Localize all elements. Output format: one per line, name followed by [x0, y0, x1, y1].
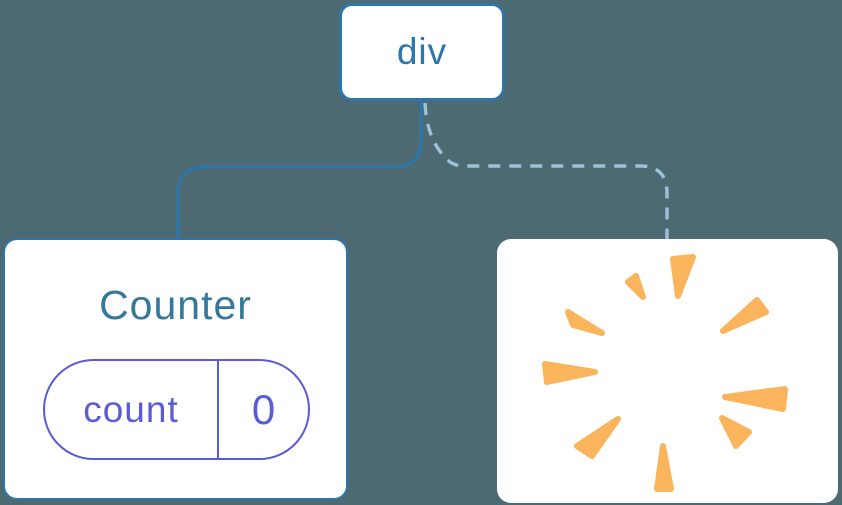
poof-icon [542, 254, 788, 492]
solid-connector-line [176, 101, 423, 240]
state-key-label: count [83, 388, 179, 430]
node-div-label: div [396, 31, 448, 72]
state-pill: count 0 [43, 359, 310, 460]
state-key-cell: count [45, 361, 219, 458]
dashed-connector-line [423, 102, 669, 241]
state-value-cell: 0 [219, 361, 308, 458]
node-div: div [339, 3, 505, 101]
removed-node-card [497, 239, 838, 503]
counter-title: Counter [99, 282, 252, 328]
state-value-label: 0 [251, 385, 276, 433]
counter-component-card: Counter count 0 [3, 238, 348, 500]
